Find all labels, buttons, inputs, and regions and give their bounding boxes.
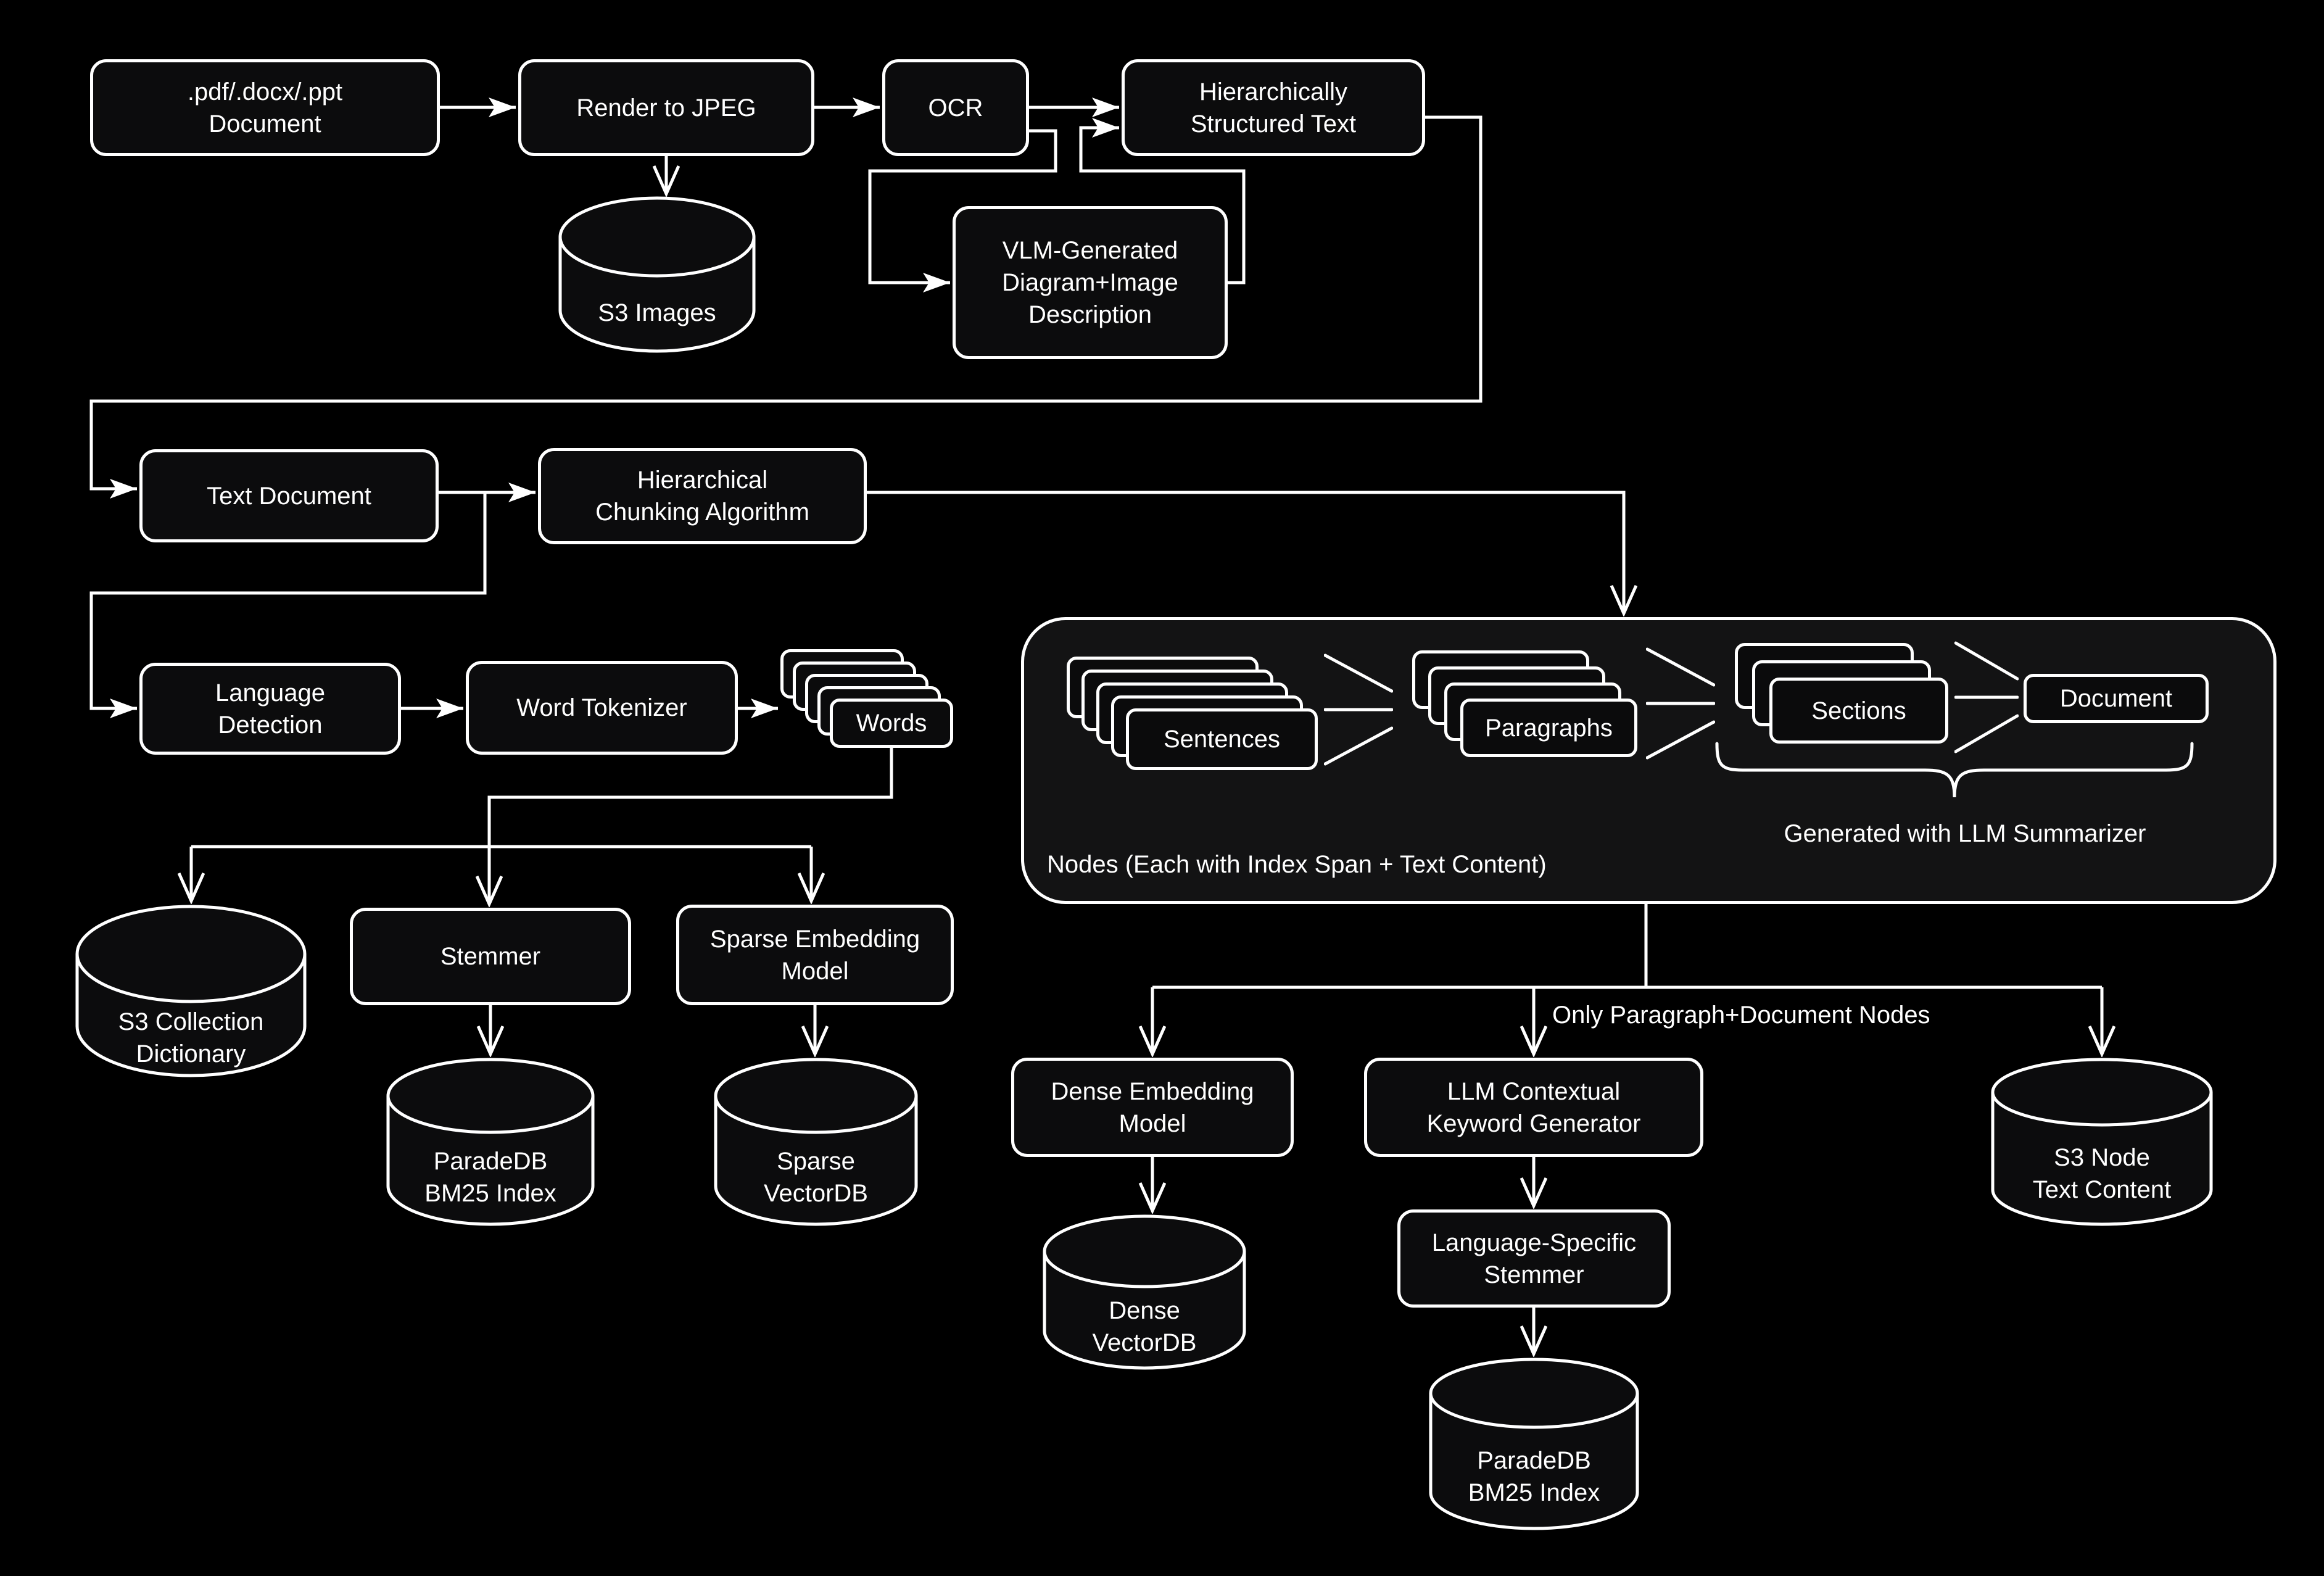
database-cylinder-icon (1991, 1058, 2213, 1226)
node-paradedb-bm25-index-database-2: ParadeDB BM25 Index (1429, 1358, 1639, 1530)
node-text-document: Text Document (139, 449, 439, 542)
node-hierarchically-structured-text: Hierarchically Structured Text (1122, 59, 1425, 156)
node-stemmer: Stemmer (350, 908, 631, 1005)
node-label: Language-Specific Stemmer (1431, 1229, 1637, 1288)
node-paradedb-bm25-index-database: ParadeDB BM25 Index (386, 1058, 595, 1226)
node-paragraphs: Paragraphs (1460, 699, 1637, 757)
node-label: Stemmer (440, 943, 541, 970)
node-label: Sparse Embedding Model (709, 925, 920, 985)
node-label: Render to JPEG (576, 94, 756, 122)
node-label: Language Detection (215, 679, 325, 739)
node-s3-collection-dictionary-database: S3 Collection Dictionary (75, 905, 307, 1077)
node-word-tokenizer: Word Tokenizer (466, 661, 738, 755)
node-sparse-vectordb-database: Sparse VectorDB (714, 1058, 918, 1226)
node-label: Hierarchical Chunking Algorithm (595, 467, 809, 526)
node-dense-embedding-model: Dense Embedding Model (1011, 1058, 1294, 1157)
node-label: Sparse VectorDB (764, 1147, 868, 1207)
converge-lines-icon (1646, 647, 1715, 760)
only-paragraph-document-note: Only Paragraph+Document Nodes (1552, 1002, 1930, 1029)
database-cylinder-icon (714, 1058, 918, 1226)
node-label: Paragraphs (1485, 714, 1613, 742)
node-label: Document (2059, 685, 2173, 712)
edge-textdoc-to-langdetect (89, 492, 487, 718)
node-dense-vectordb-database: Dense VectorDB (1043, 1214, 1246, 1370)
node-words: Words (830, 699, 953, 748)
edge-ocr-to-vlm (868, 129, 1057, 292)
node-label: VLM-Generated Diagram+Image Description (1002, 237, 1178, 328)
node-label: S3 Images (598, 299, 716, 326)
database-cylinder-icon (386, 1058, 595, 1226)
node-hierarchical-chunking-algorithm: Hierarchical Chunking Algorithm (538, 448, 867, 544)
edge-vlm-to-hier (1079, 118, 1246, 284)
edge-chunking-to-nodebox (867, 491, 1624, 613)
database-cylinder-icon (1429, 1358, 1639, 1530)
node-label: Dense Embedding Model (1051, 1077, 1254, 1137)
node-label: Sections (1811, 697, 1906, 724)
node-sparse-embedding-model: Sparse Embedding Model (676, 905, 954, 1005)
node-sections: Sections (1769, 678, 1948, 744)
curly-brace-icon (1715, 742, 2194, 798)
node-label: ParadeDB BM25 Index (1468, 1447, 1600, 1506)
database-cylinder-icon (558, 196, 756, 353)
node-ocr: OCR (882, 59, 1029, 156)
nodes-note: Nodes (Each with Index Span + Text Conte… (1047, 851, 1547, 878)
node-llm-contextual-keyword-generator: LLM Contextual Keyword Generator (1364, 1058, 1703, 1157)
node-label: ParadeDB BM25 Index (424, 1147, 556, 1207)
node-language-detection: Language Detection (139, 663, 401, 755)
node-s3-node-text-content-database: S3 Node Text Content (1991, 1058, 2213, 1226)
node-label: LLM Contextual Keyword Generator (1426, 1077, 1641, 1137)
node-pdf-docx-ppt-document: .pdf/.docx/.ppt Document (90, 59, 440, 156)
node-label: S3 Collection Dictionary (118, 1008, 264, 1068)
node-label: Words (856, 710, 927, 737)
node-s3-images-database: S3 Images (558, 196, 756, 353)
node-label: Word Tokenizer (516, 694, 687, 721)
node-label: Sentences (1163, 726, 1281, 753)
database-cylinder-icon (75, 905, 307, 1077)
node-label: Dense VectorDB (1092, 1297, 1197, 1356)
converge-lines-icon (1954, 641, 2019, 753)
converge-lines-icon (1324, 653, 1393, 766)
node-document: Document (2024, 674, 2209, 723)
node-sentences: Sentences (1126, 708, 1318, 770)
node-language-specific-stemmer: Language-Specific Stemmer (1397, 1209, 1671, 1308)
node-label: Text Document (207, 482, 371, 510)
node-vlm-generated-description: VLM-Generated Diagram+Image Description (953, 206, 1228, 359)
database-cylinder-icon (1043, 1214, 1246, 1370)
node-label: OCR (928, 94, 983, 122)
edge-hier-to-textdoc (89, 115, 1482, 499)
node-label: S3 Node Text Content (2032, 1143, 2172, 1203)
node-label: .pdf/.docx/.ppt Document (187, 78, 343, 138)
node-render-to-jpeg: Render to JPEG (518, 59, 814, 156)
summarizer-note: Generated with LLM Summarizer (1784, 820, 2146, 847)
node-label: Hierarchically Structured Text (1190, 78, 1357, 138)
edge-words-trunk (487, 748, 893, 847)
